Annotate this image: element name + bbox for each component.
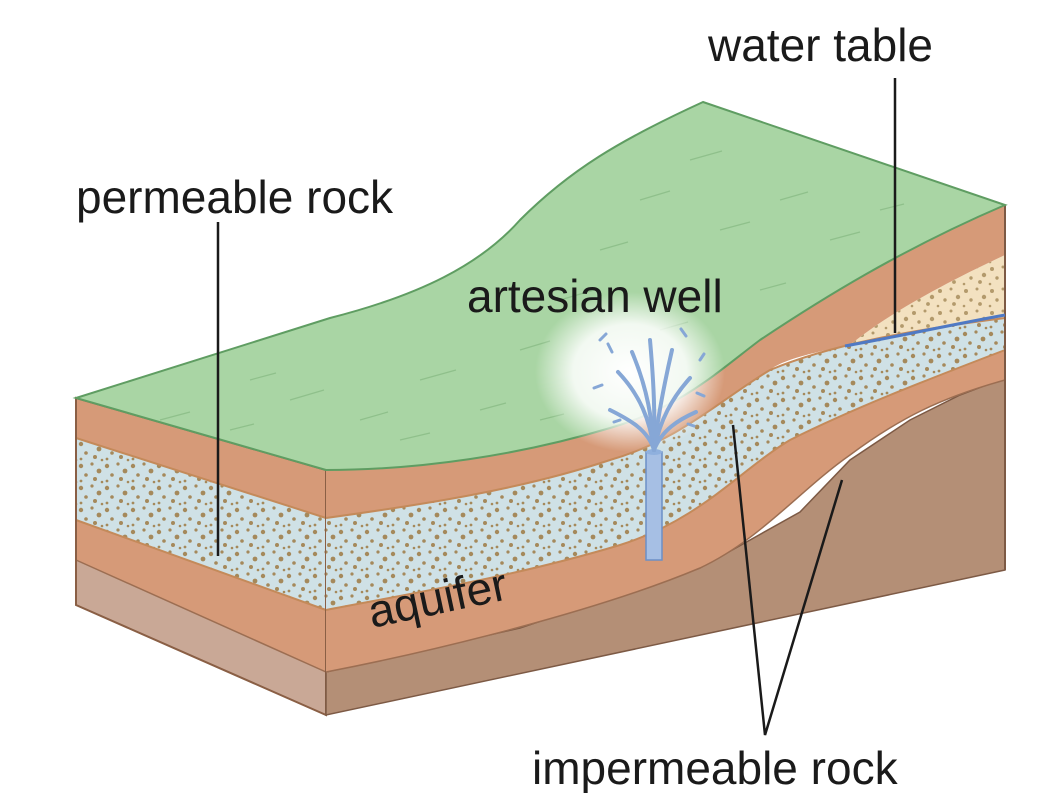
water-table-line: [844, 313, 1006, 348]
water-table-label: water table: [707, 19, 933, 71]
ground-surface: [72, 100, 1008, 472]
water-fountain-icon: [608, 338, 698, 452]
aquifer-layer-side: [326, 318, 1005, 610]
upper-impermeable-layer-front: [76, 398, 326, 518]
well-pipe-icon: [645, 451, 663, 561]
aquifer-layer-front: [76, 438, 326, 610]
surface-texture: [159, 150, 905, 441]
permeable-rock-label: permeable rock: [76, 171, 394, 223]
impermeable-rock-leaders: [731, 424, 844, 736]
spray-glow: [535, 292, 725, 452]
impermeable-rock-label: impermeable rock: [532, 742, 899, 793]
artesian-well-label: artesian well: [467, 270, 723, 322]
upper-impermeable-layer-side: [326, 205, 1005, 518]
lower-impermeable-layer-side: [326, 350, 1005, 672]
lower-impermeable-layer-front: [76, 520, 326, 672]
